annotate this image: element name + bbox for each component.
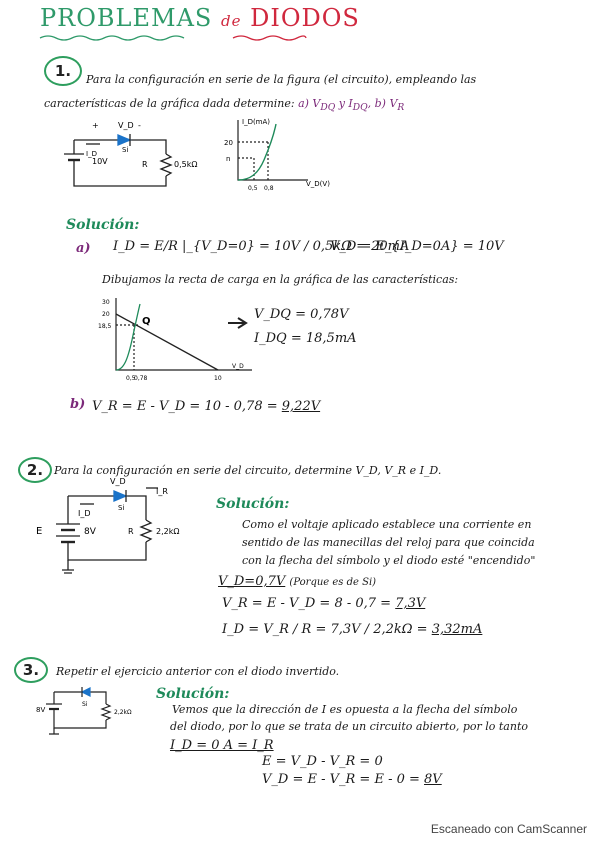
problem-2-vd-note: (Porque es de Si) — [289, 577, 377, 588]
circuit-1-source: 10V — [92, 157, 108, 166]
ask-a2-label: y I — [335, 97, 353, 110]
problem-1-circuit: + V_D - Si I_D 10V R 0,5kΩ — [64, 121, 197, 187]
problem-3-solution-label: Solución: — [156, 686, 230, 702]
lgraph-q-point: Q — [142, 316, 151, 327]
ask-a-sub: DQ — [320, 102, 336, 114]
title-underline — [39, 35, 307, 41]
idq-result: I_DQ = 18,5mA — [254, 331, 357, 346]
circuit-2-source: 8V — [84, 527, 97, 537]
problem-2-circuit: V_D Si I_D I_R E 8V R 2,2kΩ — [36, 477, 179, 574]
ask-b: , b) VR — [367, 97, 405, 114]
circuit-2-resistor: R — [128, 527, 134, 536]
circuit-3-source: 8V — [36, 706, 45, 714]
lgraph-x05: 0,5 — [126, 375, 136, 382]
problem-3-current-equation: I_D = 0 A = I_R — [170, 738, 274, 753]
circuit-1-resistor-value: 0,5kΩ — [174, 160, 197, 169]
problem-2-solution-line1: Como el voltaje aplicado establece una c… — [242, 518, 532, 531]
circuit-2-ir: I_R — [156, 487, 168, 496]
problem-2-vr: V_R = E - V_D = 8 - 0,7 = 7,3V — [222, 596, 425, 611]
load-line-text: Dibujamos la recta de carga en la gráfic… — [102, 273, 459, 286]
lgraph-y185: 18,5 — [98, 323, 112, 330]
ask-a2-sub: DQ — [352, 102, 368, 114]
problem-2-statement: Para la configuración en serie del circu… — [54, 464, 442, 477]
problem-3-solution-line2: del diodo, por lo que se trata de un cir… — [170, 720, 528, 733]
problem-2-vd: V_D=0,7V (Porque es de Si) — [218, 574, 376, 589]
problem-3-equation-2-text: V_D = E - V_R = E - 0 = — [262, 772, 425, 787]
solution-b-label: b) — [70, 397, 86, 412]
ask-b-label: , b) V — [367, 97, 398, 110]
problem-3-number: 3. — [14, 657, 48, 683]
circuit-1-minus: - — [138, 121, 141, 130]
problem-2-id: I_D = V_R / R = 7,3V / 2,2kΩ = 3,32mA — [222, 622, 482, 637]
problem-2-vr-equation: V_R = E - V_D = 8 - 0,7 = — [222, 596, 396, 611]
circuit-1-id: I_D — [86, 150, 97, 158]
problem-2-vr-answer: 7,3V — [395, 596, 426, 611]
arrow-icon — [228, 317, 248, 329]
circuit-2-e: E — [36, 526, 42, 537]
lgraph-x078: 0,78 — [134, 375, 148, 382]
problem-2-id-equation: I_D = V_R / R = 7,3V / 2,2kΩ = — [222, 622, 432, 637]
problem-3-solution-line1: Vemos que la dirección de I es opuesta a… — [172, 703, 518, 716]
problem-2-solution-line2: sentido de las manecillas del reloj para… — [242, 536, 535, 549]
solution-b-equation: V_R = E - V_D = 10 - 0,78 = 9,22V — [92, 399, 320, 414]
problem-1-statement-line1: Para la configuración en serie de la fig… — [86, 73, 477, 86]
lgraph-xlabel: V_D — [232, 363, 244, 370]
graph-1-xlabel: V_D(V) — [306, 180, 330, 188]
title-word-problemas: PROBLEMAS — [40, 4, 213, 32]
title-word-diodos: DIODOS — [250, 4, 360, 32]
problem-3-equation-1: E = V_D - V_R = 0 — [262, 754, 383, 769]
circuit-1-si: Si — [122, 146, 128, 154]
circuit-2-vd: V_D — [110, 477, 126, 486]
graph-1-x05: 0,5 — [248, 185, 258, 192]
problem-1-characteristic-graph: I_D(mA) 20 n 0,5 0,8 V_D(V) — [224, 118, 330, 192]
problem-1-solution-label: Solución: — [66, 217, 140, 233]
solution-a-voltage-equation: V_D = E_{I_D=0A} = 10V — [330, 239, 504, 254]
circuit-1-resistor: R — [142, 160, 148, 169]
title-word-de: de — [220, 12, 242, 30]
problem-2-number: 2. — [18, 457, 52, 483]
problem-1-number: 1. — [44, 56, 82, 86]
circuit-1-plus: + — [92, 121, 99, 130]
circuit-2-si: Si — [118, 504, 124, 512]
solution-a-current-equation: I_D = E/R |_{V_D=0} = 10V / 0,5kΩ = 20mA — [113, 239, 410, 254]
problem-3-circuit: 8V Si 2,2kΩ — [36, 687, 132, 735]
lgraph-x10: 10 — [214, 375, 222, 382]
ask-b-sub: R — [397, 102, 405, 114]
page-title: PROBLEMAS de DIODOS — [40, 4, 360, 32]
solution-a-label: a) — [76, 241, 91, 256]
problem-3-equation-2: V_D = E - V_R = E - 0 = 8V — [262, 772, 442, 787]
circuit-2-id: I_D — [78, 509, 91, 518]
graph-1-y20: 20 — [224, 139, 233, 147]
solution-b-equation-text: V_R = E - V_D = 10 - 0,78 = — [92, 399, 282, 414]
graph-1-ylabel: I_D(mA) — [242, 118, 270, 126]
load-line-graph: 30 20 18,5 0,5 0,78 10 Q V_D — [98, 298, 252, 382]
problem-2-solution-label: Solución: — [216, 496, 290, 512]
circuit-3-resistor-value: 2,2kΩ — [114, 709, 132, 716]
problem-1-statement-text: características de la gráfica dada deter… — [44, 97, 295, 110]
vdq-result: V_DQ = 0,78V — [254, 307, 349, 322]
graph-1-yn: n — [226, 155, 230, 163]
problem-1-statement-line2: características de la gráfica dada deter… — [44, 97, 404, 113]
ask-a: a) VDQ y IDQ — [298, 97, 368, 114]
circuit-1-vd: V_D — [118, 121, 134, 130]
lgraph-y20: 20 — [102, 311, 110, 318]
circuit-2-resistor-value: 2,2kΩ — [156, 527, 179, 536]
circuit-3-si: Si — [82, 701, 88, 708]
problem-3-statement: Repetir el ejercicio anterior con el dio… — [56, 665, 340, 678]
ask-a-label: a) V — [298, 97, 321, 110]
problem-2-id-answer: 3,32mA — [431, 622, 483, 637]
solution-b-answer: 9,22V — [281, 399, 321, 414]
problem-3-answer: 8V — [424, 772, 442, 787]
lgraph-y30: 30 — [102, 299, 110, 306]
camscanner-watermark: Escaneado con CamScanner — [430, 822, 587, 836]
problem-2-vd-equation: V_D=0,7V — [218, 574, 286, 589]
problem-2-solution-line3: con la flecha del símbolo y el diodo est… — [242, 554, 536, 567]
graph-1-x08: 0,8 — [264, 185, 274, 192]
